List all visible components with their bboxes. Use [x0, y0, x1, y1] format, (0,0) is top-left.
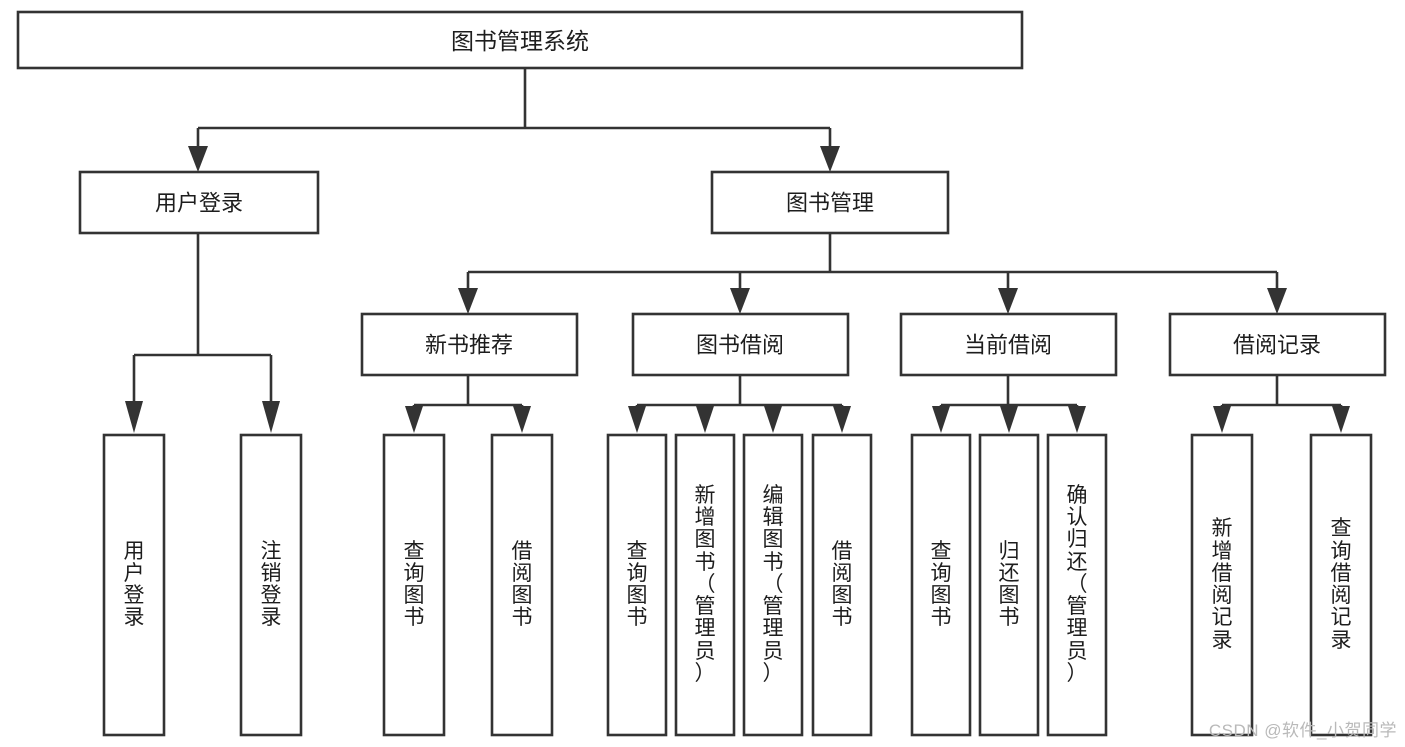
arrow-head-br-leaf-2 — [1332, 406, 1350, 433]
node-book-borrow-label: 图书借阅 — [696, 333, 784, 358]
node-user-login-label: 用户登录 — [155, 191, 243, 216]
node-leaf-add-book-admin[interactable] — [674, 433, 736, 737]
arrow-head-leaf-logout — [262, 401, 280, 433]
arrow-head-bb-leaf-2 — [696, 406, 714, 433]
arrow-head-user-login — [188, 146, 208, 172]
watermark-text: CSDN @软件_小贺同学 — [1208, 721, 1397, 740]
arrow-head-nb-leaf-1 — [405, 406, 423, 433]
node-user-login[interactable] — [78, 170, 320, 235]
arrow-head-nb-leaf-2 — [513, 406, 531, 433]
node-leaf-edit-book-admin[interactable] — [742, 433, 804, 737]
arrow-head-bb-leaf-3 — [764, 406, 782, 433]
node-leaf-borrow-book-nb[interactable] — [490, 433, 554, 737]
node-current-borrow[interactable] — [899, 312, 1118, 377]
connector-layer — [125, 68, 1350, 433]
node-leaf-user-login[interactable] — [102, 433, 166, 737]
node-current-borrow-label: 当前借阅 — [964, 333, 1052, 358]
node-leaf-query-book-bb[interactable] — [606, 433, 668, 737]
arrow-head-book-borrow — [730, 288, 750, 314]
arrow-head-bb-leaf-4 — [833, 406, 851, 433]
node-layer: 图书管理系统 用户登录 图书管理 新书推荐 图书借阅 当前借阅 借阅记录 — [16, 10, 1387, 737]
node-leaf-add-borrow-record[interactable] — [1190, 433, 1254, 737]
arrow-head-cb-leaf-2 — [1000, 406, 1018, 433]
arrow-head-br-leaf-1 — [1213, 406, 1231, 433]
node-leaf-query-book-nb[interactable] — [382, 433, 446, 737]
arrow-head-new-book — [458, 288, 478, 314]
node-book-management-label: 图书管理 — [786, 191, 874, 216]
node-new-book-recommend-label: 新书推荐 — [425, 333, 513, 358]
arrow-head-cb-leaf-3 — [1068, 406, 1086, 433]
node-leaf-logout[interactable] — [239, 433, 303, 737]
arrow-head-borrow-record — [1267, 288, 1287, 314]
node-book-management[interactable] — [710, 170, 950, 235]
node-leaf-query-book-cb[interactable] — [910, 433, 972, 737]
arrow-head-current-borrow — [998, 288, 1018, 314]
arrow-head-leaf-user-login — [125, 401, 143, 433]
node-new-book-recommend[interactable] — [360, 312, 579, 377]
node-borrow-record[interactable] — [1168, 312, 1387, 377]
arrow-head-book-mgmt — [820, 146, 840, 172]
arrow-head-cb-leaf-1 — [932, 406, 950, 433]
node-book-borrow[interactable] — [631, 312, 850, 377]
node-leaf-return-book[interactable] — [978, 433, 1040, 737]
node-borrow-record-label: 借阅记录 — [1233, 333, 1321, 358]
arrow-head-bb-leaf-1 — [628, 406, 646, 433]
node-leaf-confirm-return-admin[interactable] — [1046, 433, 1108, 737]
node-root-label: 图书管理系统 — [451, 28, 589, 54]
node-leaf-query-borrow-record[interactable] — [1309, 433, 1373, 737]
node-leaf-borrow-book-bb[interactable] — [811, 433, 873, 737]
node-root-book-management-system[interactable] — [16, 10, 1024, 70]
